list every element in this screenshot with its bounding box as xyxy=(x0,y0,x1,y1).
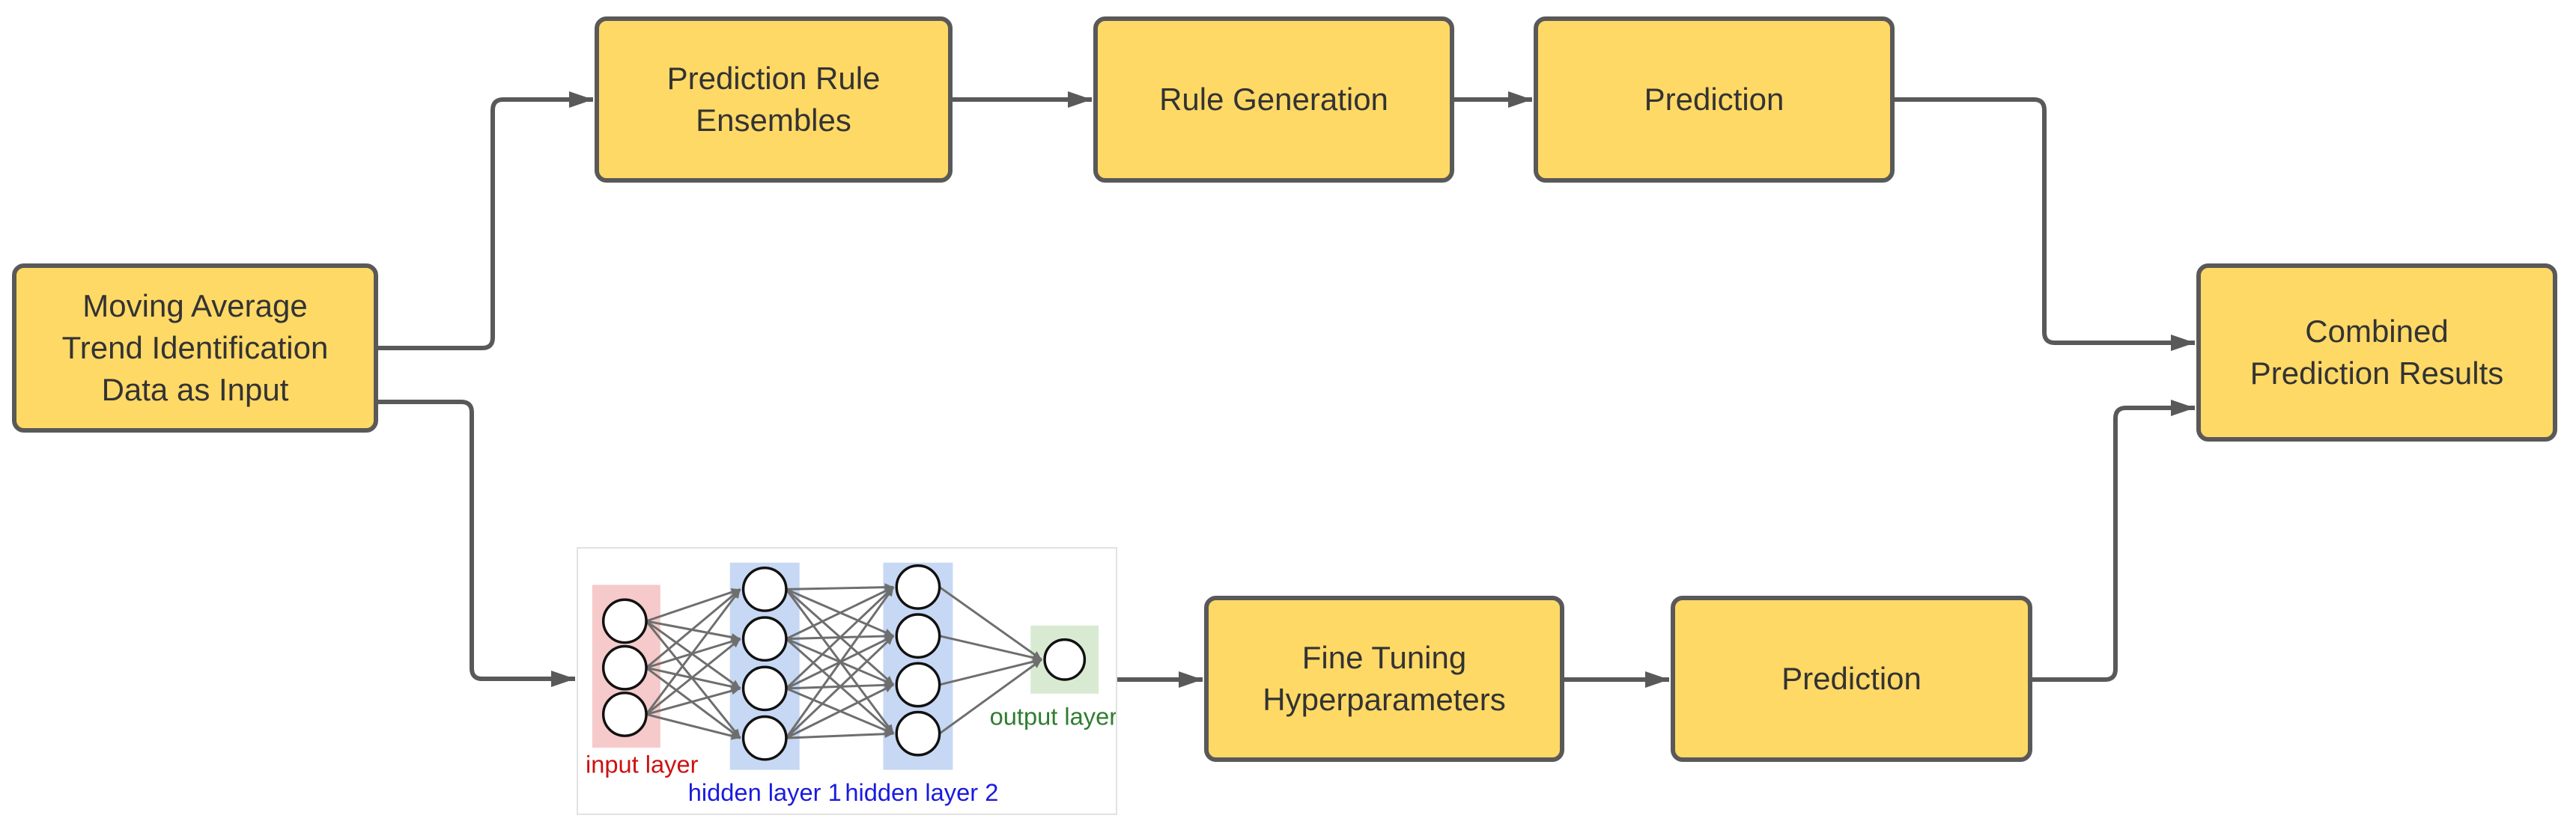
node-rule-generation: Rule Generation xyxy=(1093,16,1454,183)
node-prediction-rule-ensembles: Prediction Rule Ensembles xyxy=(595,16,953,183)
nn-connection xyxy=(939,657,1042,686)
nn-node-hidden2 xyxy=(895,613,941,659)
nn-connection xyxy=(645,686,741,715)
nn-node-hidden1 xyxy=(741,665,788,712)
nn-node-hidden2 xyxy=(895,564,941,610)
node-input-data: Moving Average Trend Identification Data… xyxy=(12,263,378,433)
nn-node-input xyxy=(601,644,648,691)
nn-connection xyxy=(939,635,1042,662)
connector-prediction-top-to-combined xyxy=(1895,97,2195,351)
nn-node-hidden1 xyxy=(741,566,788,612)
nn-label-hidden2: hidden layer 2 xyxy=(845,778,998,806)
nn-node-hidden2 xyxy=(895,662,941,708)
nn-connection xyxy=(786,730,894,739)
nn-connection xyxy=(938,586,1042,661)
nn-connection xyxy=(645,588,741,623)
nn-connection xyxy=(785,586,895,739)
nn-connection xyxy=(645,713,741,740)
nn-connection xyxy=(645,638,741,715)
nn-connection xyxy=(938,659,1042,735)
connector-prediction-bottom-to-combined xyxy=(2032,400,2195,682)
nn-connection xyxy=(645,620,741,739)
nn-node-hidden2 xyxy=(895,710,941,757)
node-fine-tuning-hyperparameters: Fine Tuning Hyperparameters xyxy=(1204,596,1564,762)
nn-connection xyxy=(645,588,741,669)
nn-node-input xyxy=(601,692,648,737)
node-prediction-bottom: Prediction xyxy=(1671,596,2032,762)
nn-connection xyxy=(785,635,895,739)
nn-connection xyxy=(645,666,741,691)
nn-node-hidden1 xyxy=(741,616,788,662)
nn-node-hidden1 xyxy=(741,715,788,761)
connector-input-to-neural-network xyxy=(378,400,575,687)
nn-label-output: output layer xyxy=(990,702,1116,730)
nn-connection xyxy=(786,583,894,592)
node-combined-prediction-results: Combined Prediction Results xyxy=(2196,263,2557,442)
nn-connection xyxy=(645,588,741,715)
nn-connection xyxy=(645,620,741,641)
nn-node-input xyxy=(601,598,648,644)
nn-connection xyxy=(645,667,741,739)
nn-connection xyxy=(786,683,894,739)
node-prediction-top: Prediction xyxy=(1534,16,1895,183)
nn-connection xyxy=(785,586,895,689)
nn-node-output xyxy=(1043,638,1087,681)
nn-label-hidden1: hidden layer 1 xyxy=(688,778,842,806)
nn-connection xyxy=(786,586,894,640)
nn-connection xyxy=(645,620,741,690)
connector-input-to-ensembles xyxy=(378,91,593,350)
nn-label-input: input layer xyxy=(586,751,699,778)
